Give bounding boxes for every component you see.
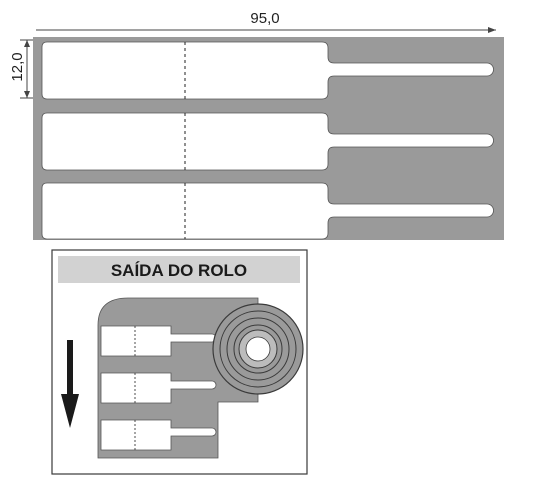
height-label: 12,0	[9, 52, 26, 81]
label-strip	[33, 37, 504, 240]
tag-label	[41, 112, 494, 171]
width-dimension: 95,0	[36, 10, 496, 33]
width-label: 95,0	[250, 10, 279, 27]
tag-label	[41, 182, 494, 240]
mini-tag-label	[100, 419, 217, 451]
label-roll-icon	[212, 303, 304, 395]
mini-tag-label	[100, 372, 217, 404]
panel-title: SAÍDA DO ROLO	[111, 261, 247, 280]
height-dimension: 12,0	[9, 39, 36, 99]
tag-label	[41, 41, 494, 100]
arrow-down-icon	[61, 340, 79, 428]
panel-title-band	[58, 256, 300, 283]
roll-output-panel: SAÍDA DO ROLO	[51, 249, 308, 475]
